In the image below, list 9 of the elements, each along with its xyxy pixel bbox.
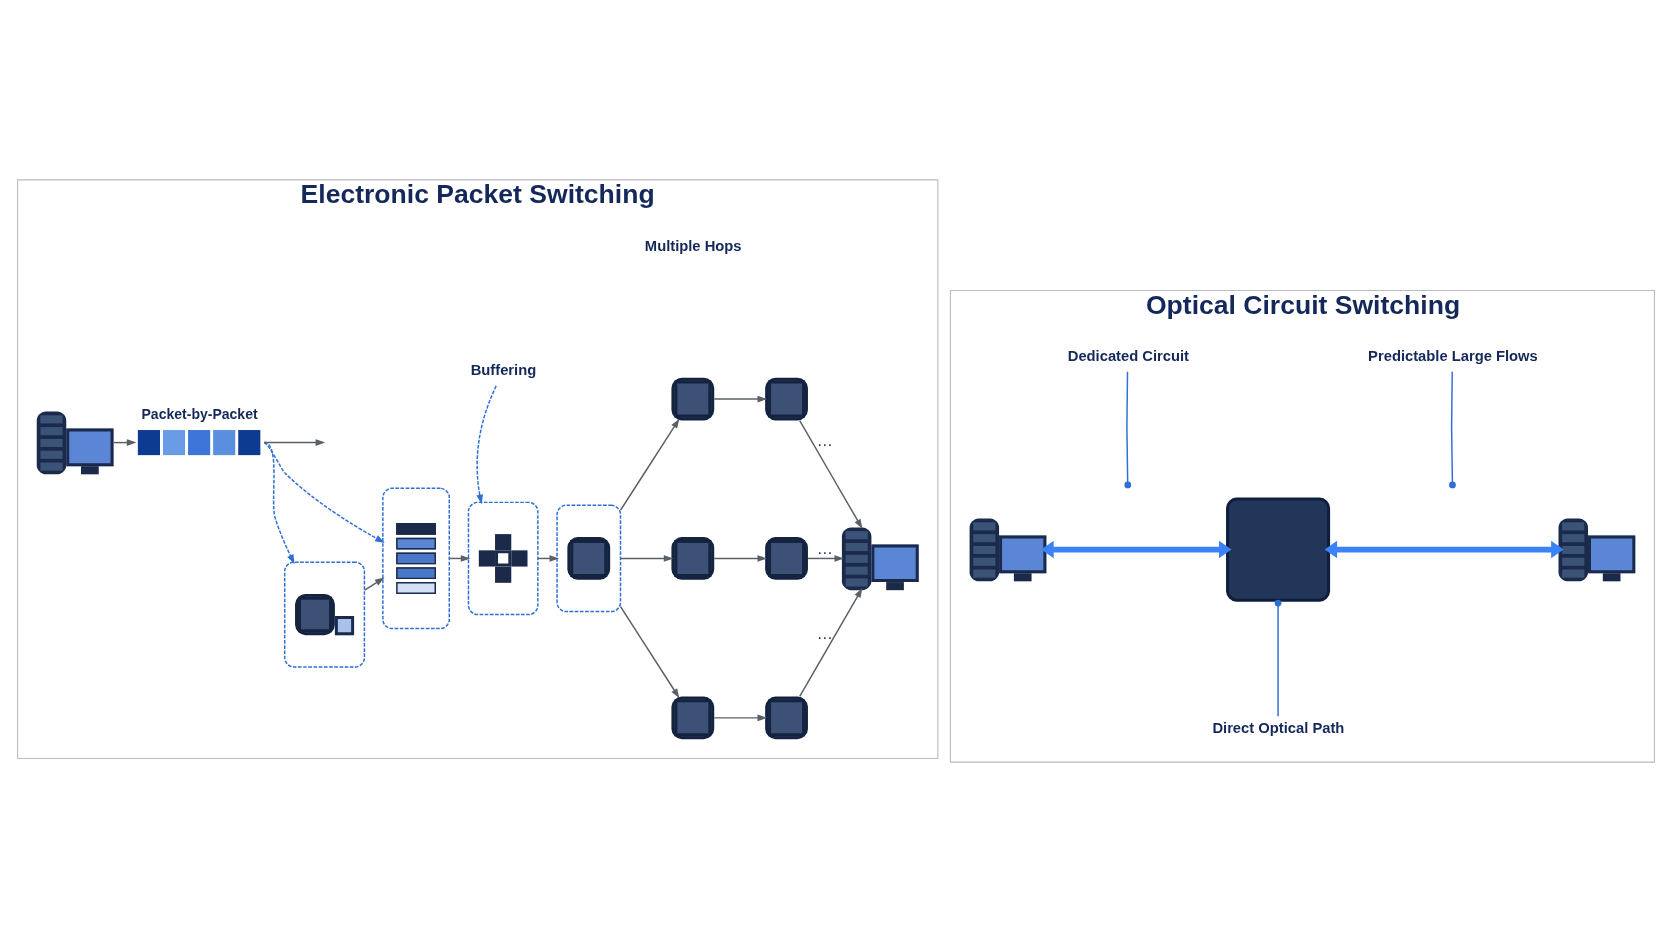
edge-label: … [816, 430, 834, 449]
node-text: Buffering [470, 361, 537, 378]
label: Multiple Hops [644, 237, 742, 254]
node-text: Direct Optical Path [1212, 719, 1345, 736]
edge-label: … [816, 623, 834, 642]
node-text: Predictable Large Flows [1368, 347, 1538, 364]
node-text: Dedicated Circuit [1067, 347, 1190, 364]
node-label: Packet-by-Packet [141, 405, 258, 422]
edge-label: … [816, 538, 834, 557]
